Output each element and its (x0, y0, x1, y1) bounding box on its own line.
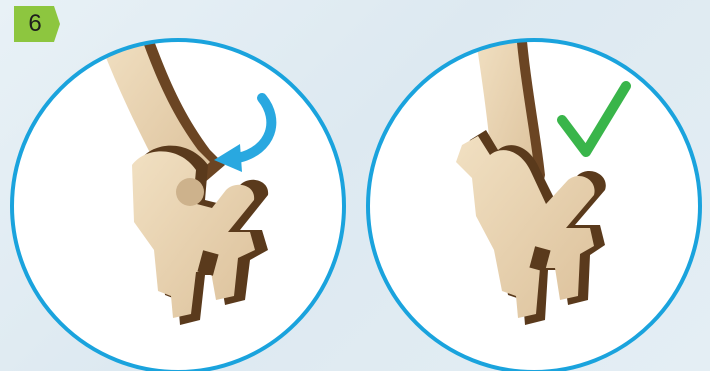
panel-before (12, 30, 344, 371)
panel-after (368, 30, 700, 371)
